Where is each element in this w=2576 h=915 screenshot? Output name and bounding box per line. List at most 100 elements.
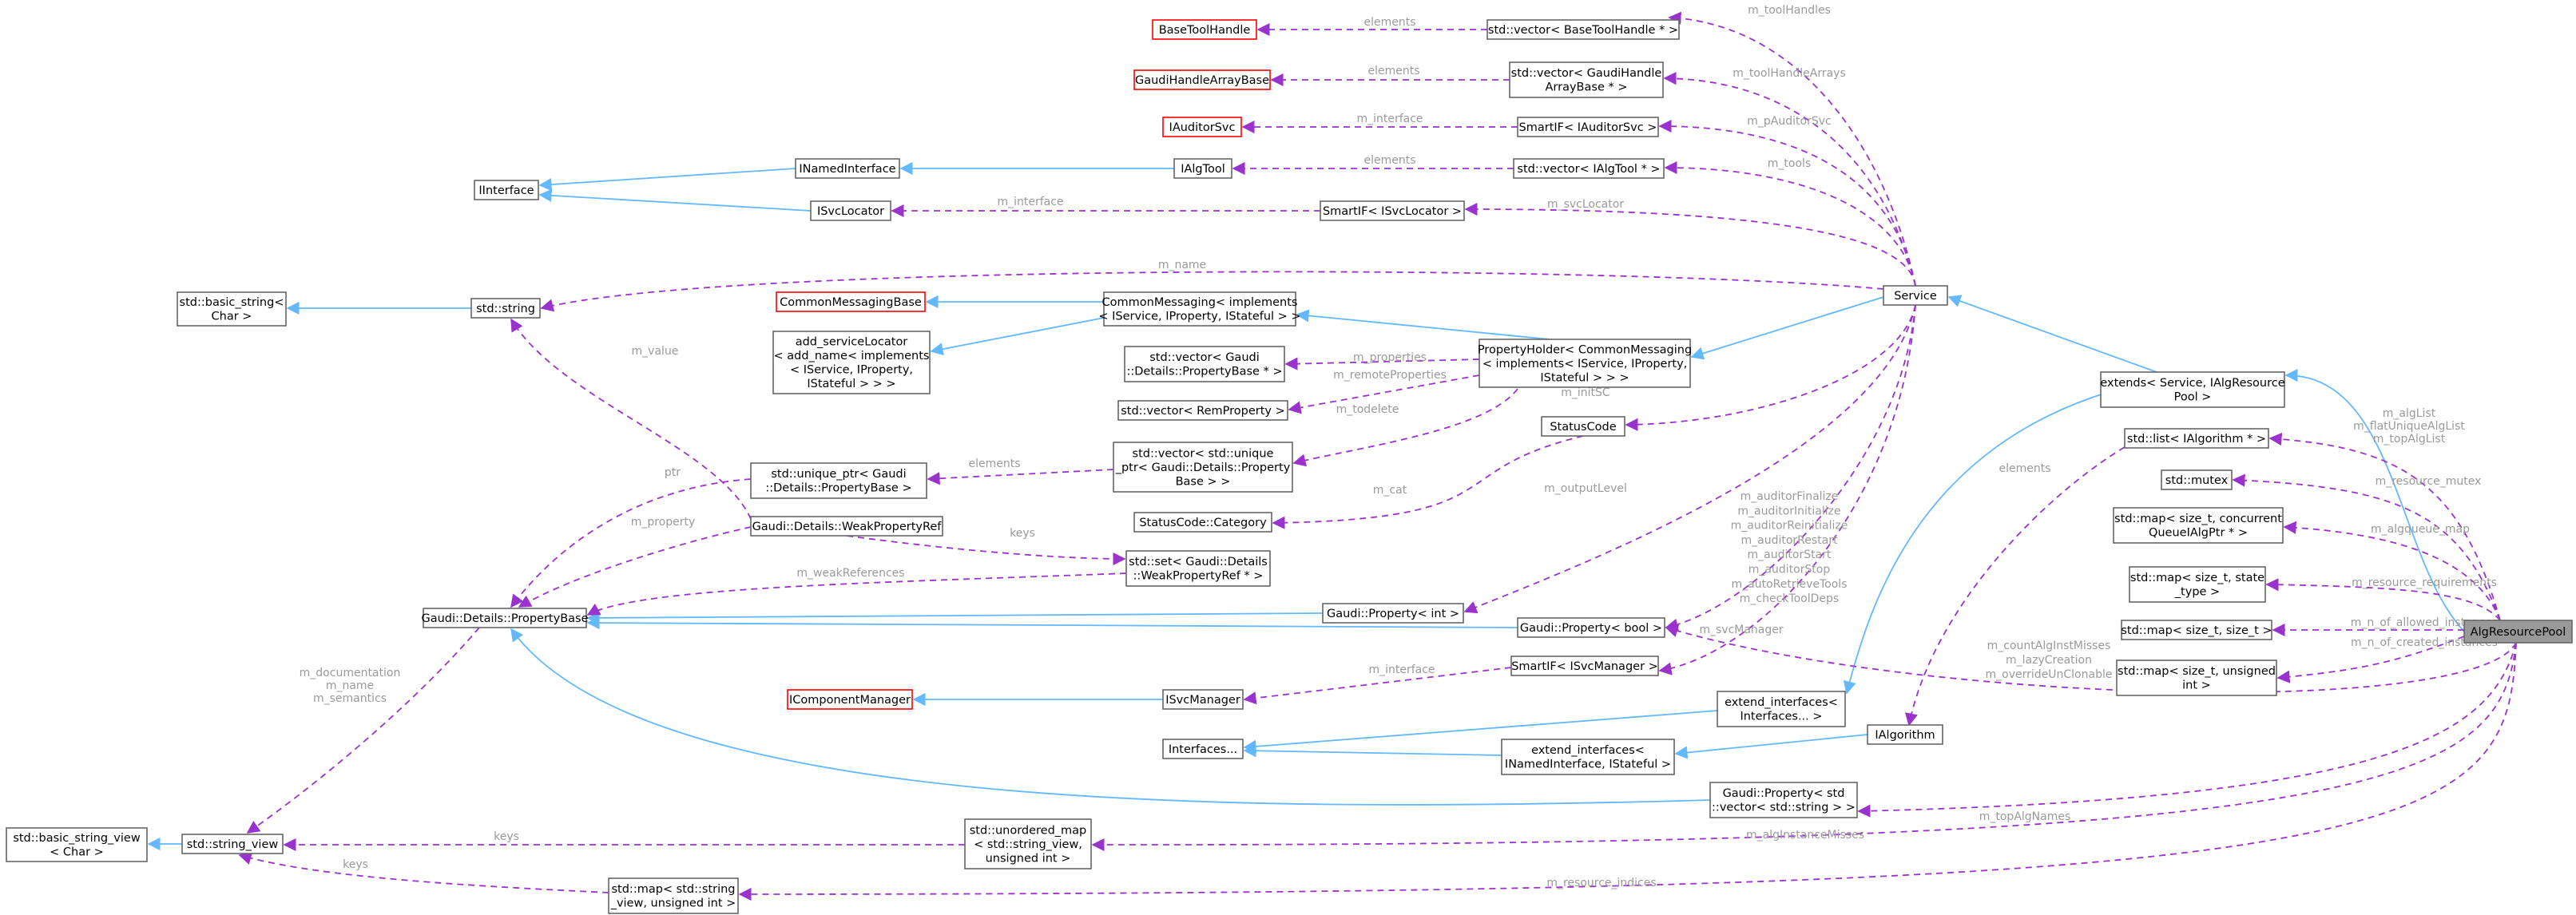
node-PropertyHolder[interactable]: PropertyHolder< CommonMessaging< impleme… [1478,339,1692,388]
node-label-IInterface-0: IInterface [478,184,534,197]
node-mutex[interactable]: std::mutex [2161,469,2233,490]
node-label-vecPropBase-1: ::Details::PropertyBase * > [1126,366,1282,378]
node-label-basicStringView-1: < Char > [50,846,104,859]
node-box-vecAlgTool [1513,158,1665,179]
edge-label-use-name: m_name [1158,259,1206,271]
node-mapConcurrentQueue[interactable]: std::map< size_t, concurrentQueueIAlgPtr… [2113,507,2284,544]
node-label-WeakPropertyRef-0: Gaudi::Details::WeakPropertyRef [752,521,943,533]
node-IAlgorithm[interactable]: IAlgorithm [1867,724,1943,745]
node-BaseToolHandle[interactable]: BaseToolHandle [1152,19,1257,40]
node-box-extendInterfaces [1717,691,1846,727]
node-CommonMessaging[interactable]: CommonMessaging< implements< IService, I… [1098,291,1301,327]
node-unorderedMap[interactable]: std::unordered_map< std::string_view,uns… [964,818,1092,869]
node-CommonMessagingBase[interactable]: CommonMessagingBase [776,291,926,312]
node-stdstring[interactable]: std::string [470,298,541,319]
node-basicStringView[interactable]: std::basic_string_view< Char > [6,827,148,862]
node-SmartIFSvcLocator[interactable]: SmartIF< ISvcLocator > [1320,200,1465,221]
node-IComponentManager[interactable]: IComponentManager [787,689,913,710]
node-box-basicStringView [6,827,148,862]
edge-label-use-resourceindices: m_resource_indices [1546,877,1656,889]
node-add_serviceLocator[interactable]: add_serviceLocator< add_name< implements… [772,331,931,394]
node-ISvcManager[interactable]: ISvcManager [1162,689,1244,710]
edge-label-bool-members-6: m_autoRetrieveTools [1732,578,1848,591]
node-label-mapStringView-0: std::map< std::string [611,883,735,896]
node-label-extends-0: extends< Service, IAlgResource [2100,377,2284,390]
node-PropertyVecString[interactable]: Gaudi::Property< std::vector< std::strin… [1709,782,1858,818]
edge-label-use-interface-svcmanager: m_interface [1368,663,1435,676]
edge-label-bool-members-2: m_auditorReinitialize [1731,520,1848,533]
edge-inherit-extends-service [1947,295,2157,373]
node-INamedInterface[interactable]: INamedInterface [795,158,900,179]
node-vecPropBase[interactable]: std::vector< Gaudi::Details::PropertyBas… [1124,346,1285,382]
node-setWeak[interactable]: std::set< Gaudi::Details::WeakPropertyRe… [1125,550,1271,587]
node-vecAlgTool[interactable]: std::vector< IAlgTool * > [1513,158,1665,179]
edge-use-interface-svcmanager [1243,667,1512,705]
node-basicstring[interactable]: std::basic_string<Char > [177,291,287,327]
node-label-IComponentManager-0: IComponentManager [789,694,911,707]
node-mapSizeSize[interactable]: std::map< size_t, size_t > [2121,620,2272,640]
node-SmartIFSvcManager[interactable]: SmartIF< ISvcManager > [1510,656,1659,676]
node-SmartIFAuditor[interactable]: SmartIF< IAuditorSvc > [1517,117,1659,137]
node-mapStateType[interactable]: std::map< size_t, state_type > [2129,566,2266,603]
edge-label-use-keys-weakref: keys [1010,527,1035,540]
node-mapStringView[interactable]: std::map< std::string_view, unsigned int… [608,877,739,914]
node-uniquePtr[interactable]: std::unique_ptr< Gaudi::Details::Propert… [750,462,927,499]
edge-label-use-toolhandlearrays: m_toolHandleArrays [1733,67,1846,80]
node-label-INamedInterface-0: INamedInterface [799,163,895,176]
node-StatusCodeCategory[interactable]: StatusCode::Category [1133,512,1272,533]
node-label-PropertyHolder-0: PropertyHolder< CommonMessaging [1478,343,1692,356]
node-box-IAlgTool [1173,158,1232,179]
node-vecRemProperty[interactable]: std::vector< RemProperty > [1117,400,1288,421]
node-IAlgTool[interactable]: IAlgTool [1173,158,1232,179]
node-label-AlgResourcePool-0: AlgResourcePool [2471,626,2566,639]
node-label-stringView-0: std::string_view [187,838,279,851]
node-PropertyBase[interactable]: Gaudi::Details::PropertyBase [421,608,589,628]
node-listIAlgorithm[interactable]: std::list< IAlgorithm * > [2124,428,2269,449]
edge-label-use-elements-algtool: elements [1363,154,1415,167]
node-label-SmartIFSvcLocator-0: SmartIF< ISvcLocator > [1323,205,1462,218]
edge-inherit-commonmessaging-addsvclocator [930,317,1105,356]
node-PropertyBool[interactable]: Gaudi::Property< bool > [1517,617,1665,638]
node-AlgResourcePool: AlgResourcePool [2463,620,2573,644]
node-label-vecAlgTool-0: std::vector< IAlgTool * > [1517,163,1660,176]
edge-label-use-allowedinstances: m_n_of_allowed_instances [2351,616,2498,629]
node-label-IAuditorSvc-0: IAuditorSvc [1169,121,1236,134]
node-box-Interfaces [1162,739,1244,759]
edge-label-use-resourcereq: m_resource_requirements [2352,576,2497,589]
edge-label-use-svcmanager: m_svcManager [1699,624,1784,636]
node-IAuditorSvc[interactable]: IAuditorSvc [1162,117,1242,137]
node-vecUniquePtr[interactable]: std::vector< std::unique_ptr< Gaudi::Det… [1113,442,1293,493]
edge-use-toolhandles [1668,11,1916,287]
node-WeakPropertyRef[interactable]: Gaudi::Details::WeakPropertyRef [750,516,943,537]
edge-label-use-topalgnames: m_topAlgNames [1979,810,2071,823]
edge-use-tools [1664,160,1916,287]
node-extendInterfaces[interactable]: extend_interfaces<Interfaces... > [1717,691,1846,727]
node-StatusCode[interactable]: StatusCode [1541,416,1625,437]
node-box-unorderedMap [964,818,1092,869]
node-label-PropertyHolder-2: IStateful > > > [1540,371,1629,384]
edge-use-ptr [510,478,752,608]
node-extendINamed[interactable]: extend_interfaces<INamedInterface, IStat… [1501,739,1675,775]
edge-label-bool-members-3: m_auditorRestart [1741,534,1839,547]
node-box-mapConcurrentQueue [2113,507,2284,544]
node-Interfaces[interactable]: Interfaces... [1162,739,1244,759]
edge-inherit-service-propertyholder [1690,296,1884,360]
node-box-INamedInterface [795,158,900,179]
node-vecGaudiHandleArray[interactable]: std::vector< GaudiHandleArrayBase * > [1509,61,1664,98]
edge-use-svclocator [1464,202,1916,287]
node-IInterface[interactable]: IInterface [474,180,539,200]
node-PropertyInt[interactable]: Gaudi::Property< int > [1322,603,1464,624]
node-label-CommonMessaging-0: CommonMessaging< implements [1102,296,1298,309]
node-label-uniquePtr-0: std::unique_ptr< Gaudi [771,468,906,481]
node-Service[interactable]: Service [1883,285,1948,306]
node-GaudiHandleArrayBase[interactable]: GaudiHandleArrayBase [1133,69,1271,90]
edge-label-use-property: m_property [631,516,696,529]
node-box-extends [2100,371,2285,408]
node-vecToolHandle[interactable]: std::vector< BaseToolHandle * > [1486,19,1680,40]
node-box-mapUnsigned [2116,660,2277,696]
edge-use-topalgnames [1857,642,2517,818]
node-ISvcLocator[interactable]: ISvcLocator [810,200,891,221]
node-stringView[interactable]: std::string_view [181,834,284,854]
